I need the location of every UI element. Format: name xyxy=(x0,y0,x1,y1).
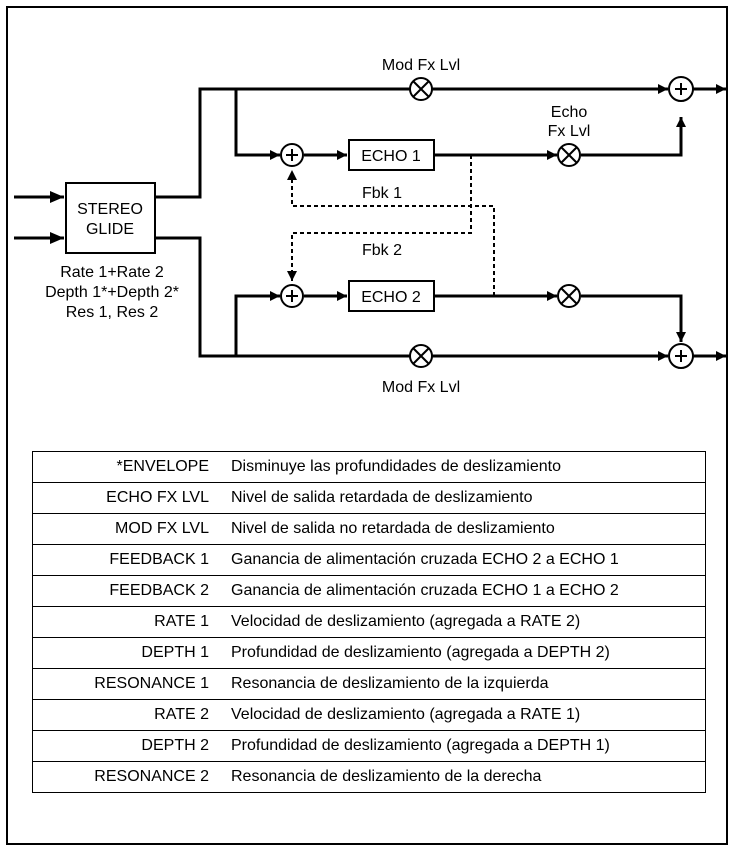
mult-echo-fx-bottom xyxy=(557,284,581,308)
svg-text:Rate 1+Rate 2: Rate 1+Rate 2 xyxy=(60,264,164,281)
stereo-glide-block: STEREO GLIDE xyxy=(65,182,156,254)
label-mod-fx-lvl-top: Mod Fx Lvl xyxy=(382,57,460,74)
legend-description: Profundidad de deslizamiento (agregada a… xyxy=(231,637,706,669)
legend-key: RATE 1 xyxy=(32,606,231,638)
echo2-block: ECHO 2 xyxy=(348,280,435,312)
svg-text:Depth 1*+Depth 2*: Depth 1*+Depth 2* xyxy=(45,284,179,301)
legend-row: RESONANCE 2 Resonancia de deslizamiento d… xyxy=(33,762,706,793)
label-fbk1: Fbk 1 xyxy=(362,185,402,202)
legend-key: MOD FX LVL xyxy=(32,513,231,545)
legend-description: Nivel de salida no retardada de deslizam… xyxy=(231,513,706,545)
sum-junction-out-top xyxy=(668,76,694,102)
label-mod-fx-lvl-bottom: Mod Fx Lvl xyxy=(382,379,460,396)
svg-text:ECHO 2: ECHO 2 xyxy=(361,289,421,306)
legend-key: *ENVELOPE xyxy=(32,451,231,483)
sum-junction-echo2-in xyxy=(280,284,304,308)
legend-key: FEEDBACK 2 xyxy=(32,575,231,607)
signal-lines xyxy=(155,84,726,361)
legend-description: Resonancia de deslizamiento de la izquie… xyxy=(231,668,706,700)
svg-text:ECHO 1: ECHO 1 xyxy=(361,148,421,165)
legend-description: Resonancia de deslizamiento de la derech… xyxy=(231,768,542,785)
legend-description: Ganancia de alimentación cruzada ECHO 1 … xyxy=(231,575,706,607)
label-echo-fx-lvl-line2: Fx Lvl xyxy=(548,123,591,140)
legend-description: Ganancia de alimentación cruzada ECHO 2 … xyxy=(231,544,706,576)
svg-text:GLIDE: GLIDE xyxy=(86,221,134,238)
legend-key: RESONANCE 1 xyxy=(32,668,231,700)
glide-params-text: Rate 1+Rate 2 Depth 1*+Depth 2* Res 1, R… xyxy=(45,264,179,321)
echo1-block: ECHO 1 xyxy=(348,139,435,171)
feedback-lines xyxy=(287,155,495,296)
legend-description: Disminuye las profundidades de deslizami… xyxy=(231,451,706,483)
legend-key: FEEDBACK 1 xyxy=(32,544,231,576)
legend-description: Profundidad de deslizamiento (agregada a… xyxy=(231,730,706,762)
legend-key: DEPTH 2 xyxy=(32,730,231,762)
label-echo-fx-lvl-line1: Echo xyxy=(551,104,588,121)
sum-junction-echo1-in xyxy=(280,143,304,167)
signal-flow-diagram: STEREO GLIDE Rate 1+Rate 2 Depth 1*+Dept… xyxy=(14,57,726,396)
input-arrows xyxy=(14,191,64,244)
legend-key: DEPTH 1 xyxy=(32,637,231,669)
svg-text:Res 1, Res 2: Res 1, Res 2 xyxy=(66,304,159,321)
label-fbk2: Fbk 2 xyxy=(362,242,402,259)
mult-mod-fx-bottom xyxy=(409,344,433,368)
legend-key: RATE 2 xyxy=(32,699,231,731)
legend-key: RESONANCE 2 xyxy=(94,768,209,785)
svg-text:STEREO: STEREO xyxy=(77,201,143,218)
legend-description: Velocidad de deslizamiento (agregada a R… xyxy=(231,606,706,638)
legend-description: Nivel de salida retardada de deslizamien… xyxy=(231,482,706,514)
sum-junction-out-bottom xyxy=(668,343,694,369)
mult-mod-fx-top xyxy=(409,77,433,101)
mult-echo-fx-top xyxy=(557,143,581,167)
legend-description: Velocidad de deslizamiento (agregada a R… xyxy=(231,699,706,731)
figure-frame xyxy=(6,6,728,845)
legend-key: ECHO FX LVL xyxy=(32,482,231,514)
